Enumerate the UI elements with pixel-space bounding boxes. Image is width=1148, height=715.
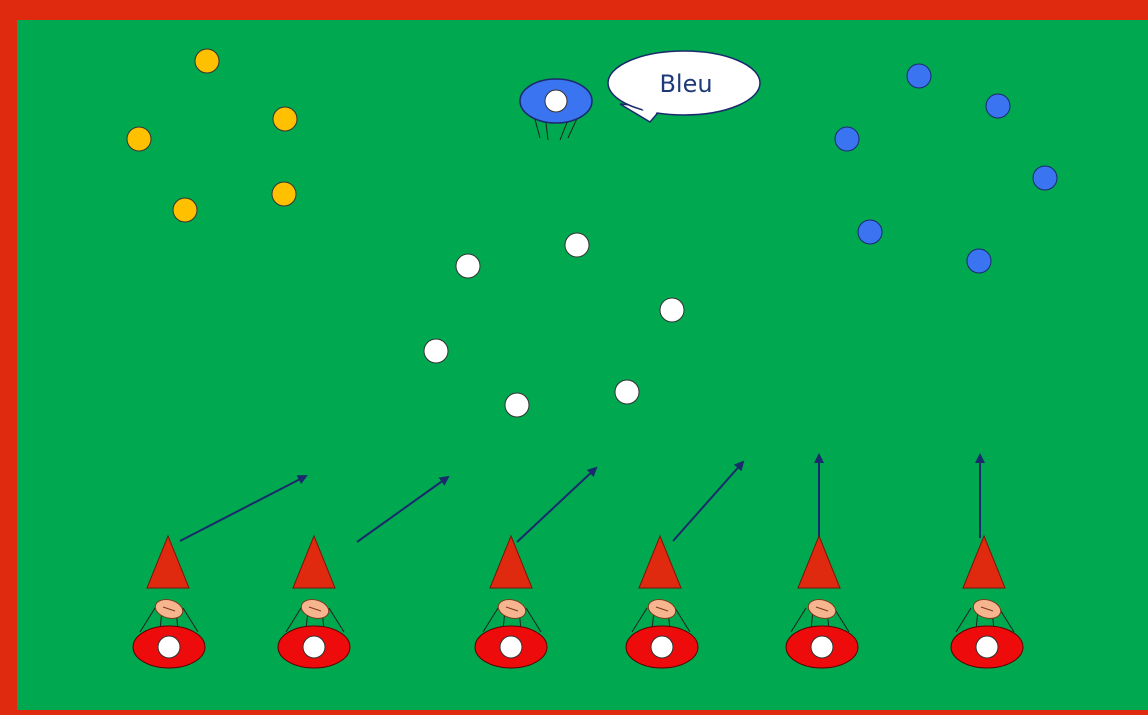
arrow-icon [356,475,450,543]
arrow-icon [516,466,598,543]
white-dot-icon [455,253,481,279]
cone-icon [489,534,533,589]
lane [132,475,308,669]
white-dot-icon [564,232,590,258]
white-group [423,232,685,418]
blue-dot-icon [857,219,883,245]
speech-bubble: Bleu [607,50,761,123]
yellow-dot-icon [126,126,152,152]
blue-group [834,63,1058,274]
white-dot-icon [423,338,449,364]
blue-dot-icon [985,93,1011,119]
player-head [157,635,181,659]
blue-dot-icon [1032,165,1058,191]
lane [950,453,1024,669]
player-head [650,635,674,659]
lane [474,466,598,669]
player-head [810,635,834,659]
lane [277,475,450,669]
lane [625,460,745,669]
cone-icon [146,534,190,589]
yellow-dot-icon [272,106,298,132]
speech-bubble-text: Bleu [659,70,712,98]
arrow-icon [179,475,308,542]
cone-icon [638,534,682,589]
cone-icon [797,534,841,589]
blue-dot-icon [906,63,932,89]
yellow-group [126,48,298,223]
coach-head [544,89,568,113]
player-head [975,635,999,659]
cone-icon [962,534,1006,589]
field-pitch [17,20,1148,710]
yellow-dot-icon [172,197,198,223]
player-head [499,635,523,659]
white-dot-icon [504,392,530,418]
coach [519,78,593,141]
blue-dot-icon [966,248,992,274]
blue-dot-icon [834,126,860,152]
yellow-dot-icon [271,181,297,207]
white-dot-icon [659,297,685,323]
player-head [302,635,326,659]
white-dot-icon [614,379,640,405]
cone-icon [292,534,336,589]
yellow-dot-icon [194,48,220,74]
lane [785,453,859,669]
arrow-icon [672,460,745,542]
